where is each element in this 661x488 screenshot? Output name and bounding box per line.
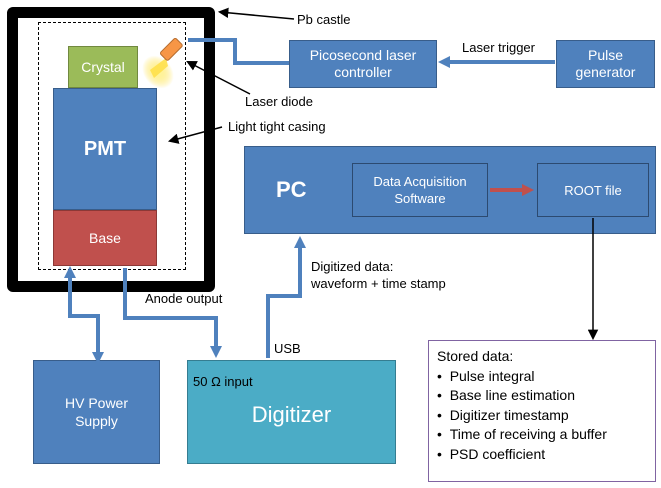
pb-castle-label: Pb castle [297, 12, 351, 27]
stored-item-text: Pulse integral [449, 367, 535, 384]
crystal-label: Crystal [81, 59, 125, 75]
base-block: Base [53, 210, 157, 266]
stored-data-item: • Time of receiving a buffer [437, 426, 607, 442]
stored-data-item: • Base line estimation [437, 387, 575, 403]
stored-data-item: • Digitizer timestamp [437, 406, 569, 423]
hv-power-supply-block: HV Power Supply [33, 360, 160, 464]
hv-label-1: HV Power [64, 395, 129, 411]
laser-diode-callout [186, 61, 251, 95]
stored-item-text: Base line estimation [449, 387, 575, 403]
anode-output-label: Anode output [145, 291, 223, 306]
pulse-generator-block: Pulse generator [556, 40, 655, 88]
pulse-generator-label-2: generator [575, 64, 636, 80]
laser-controller-block: Picosecond laser controller [289, 40, 437, 88]
pb-castle-callout [217, 7, 295, 20]
stored-data-item: • Pulse integral [437, 367, 535, 384]
digitizer-input-label: 50 Ω input [193, 374, 253, 389]
anode-output-pipe [123, 268, 222, 358]
laser-diode-label: Laser diode [245, 94, 313, 109]
light-tight-casing-label: Light tight casing [228, 119, 326, 134]
pulse-generator-label-1: Pulse [587, 47, 624, 63]
root-file-block: ROOT file [537, 163, 649, 217]
stored-item-text: Digitizer timestamp [449, 406, 569, 423]
digitizer-block: Digitizer [187, 360, 396, 464]
laser-trigger-label: Laser trigger [462, 40, 535, 55]
digitizer-label: Digitizer [251, 402, 332, 427]
root-file-label: ROOT file [564, 182, 622, 198]
light-tight-casing [38, 22, 186, 270]
stored-data-title: Stored data: [437, 348, 514, 364]
daq-label-1: Data Acquisition [373, 174, 467, 189]
casing-callout [167, 126, 223, 144]
hv-label-2: Supply [75, 413, 118, 429]
laser-diode-icon [142, 38, 183, 89]
digitized-data-label-2: waveform + time stamp [311, 276, 446, 291]
crystal-block: Crystal [68, 46, 138, 88]
laser-controller-label-2: controller [334, 64, 392, 80]
digitized-data-label-1: Digitized data: [311, 259, 394, 274]
pc-label: PC [276, 177, 307, 202]
usb-pipe [266, 236, 306, 358]
controller-to-diode-line [188, 38, 289, 65]
stored-data-item: • PSD coefficient [437, 445, 546, 462]
daq-software-block: Data Acquisition Software [352, 163, 488, 217]
stored-data-box: Stored data: • Pulse integral • Base lin… [428, 340, 656, 482]
usb-label: USB [274, 341, 301, 356]
hv-to-base-pipe [64, 266, 104, 364]
stored-item-text: Time of receiving a buffer [449, 426, 607, 442]
daq-label-2: Software [394, 191, 446, 206]
laser-controller-label-1: Picosecond laser [309, 47, 417, 63]
pmt-block: PMT [53, 88, 157, 210]
stored-item-text: PSD coefficient [449, 445, 546, 462]
base-label: Base [89, 230, 121, 246]
pmt-label: PMT [83, 137, 127, 160]
